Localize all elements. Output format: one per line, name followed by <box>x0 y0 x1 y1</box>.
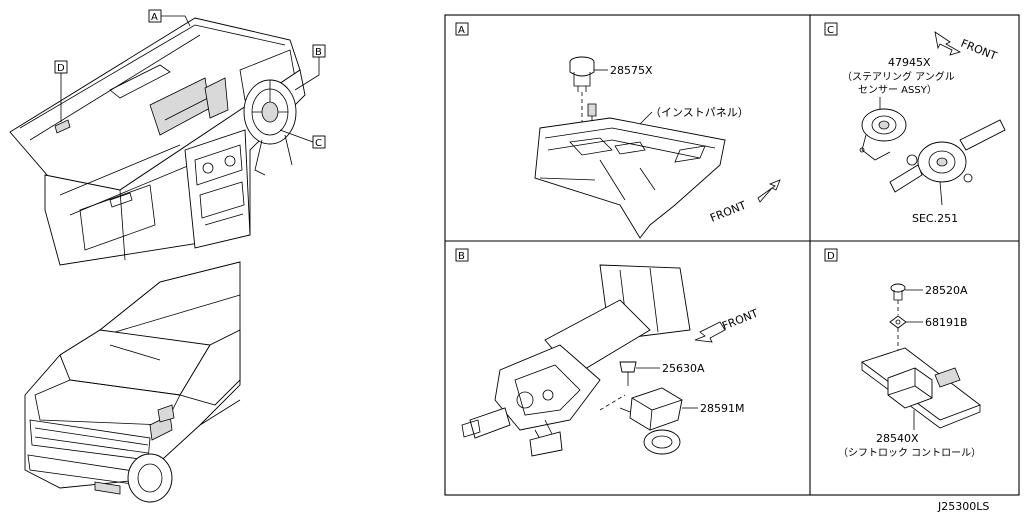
callout-d-label: D <box>57 63 65 74</box>
part-28540x-label: 28540X <box>876 432 919 445</box>
panel-b-front-arrow <box>694 321 726 343</box>
part-28575x <box>569 56 595 92</box>
instrument-panel <box>534 117 726 239</box>
panel-a: A 28575X （インストパネル） FRONT <box>455 22 781 239</box>
vehicle-illustration <box>24 261 241 503</box>
diagram-code: J25300LS <box>937 500 989 512</box>
part-25630a-label: 25630A <box>662 362 705 375</box>
dashboard-illustration <box>9 17 306 266</box>
callout-b-label: B <box>315 47 322 58</box>
callout-c-label: C <box>315 138 322 149</box>
combination-switch <box>889 119 1006 206</box>
panel-a-tag-box <box>455 22 469 36</box>
callout-a-label: A <box>151 12 158 23</box>
part-47945x-desc-1: （ステアリング アングル <box>842 70 955 83</box>
overview-callouts: A D B C <box>54 9 326 149</box>
part-47945x <box>859 108 907 161</box>
panel-a-front-arrow <box>757 179 781 203</box>
part-28540x-desc: （シフトロック コントロール） <box>838 447 981 459</box>
panel-c-tag: C <box>827 25 834 36</box>
panel-c-tag-box <box>824 22 838 36</box>
part-47945x-desc-2: センサー ASSY） <box>858 84 937 96</box>
section-ref-label: SEC.251 <box>912 212 958 225</box>
part-68191b <box>889 315 907 329</box>
panel-d-tag-box <box>824 248 838 262</box>
panel-frame <box>444 14 1020 496</box>
part-25630a <box>619 361 637 386</box>
panel-d: D 28520A 68191B 28540X （シフトロック コントロール） <box>824 248 981 459</box>
part-28575x-label: 28575X <box>610 64 653 77</box>
part-47945x-label: 47945X <box>888 56 931 69</box>
panel-b-tag-box <box>455 248 469 262</box>
part-28520a <box>890 283 906 301</box>
panel-c-front-arrow <box>934 31 962 56</box>
part-68191b-label: 68191B <box>925 316 968 329</box>
panel-a-tag: A <box>458 25 465 36</box>
panel-b-front-label: FRONT <box>720 307 760 333</box>
panel-b: B 25630A <box>455 248 760 457</box>
panel-c: C FRONT 47945X （ステアリング アングル センサー ASSY） S… <box>824 22 1006 225</box>
part-28520a-label: 28520A <box>925 284 968 297</box>
part-28591m <box>619 387 683 455</box>
panel-a-front-label: FRONT <box>708 199 748 225</box>
panel-c-front-label: FRONT <box>959 37 999 63</box>
part-28540x <box>861 347 981 429</box>
instrument-panel-note: （インストパネル） <box>650 106 749 119</box>
part-28591m-label: 28591M <box>700 402 744 415</box>
steering-column <box>461 264 691 457</box>
panel-d-tag: D <box>827 251 835 262</box>
panel-b-tag: B <box>458 251 465 262</box>
